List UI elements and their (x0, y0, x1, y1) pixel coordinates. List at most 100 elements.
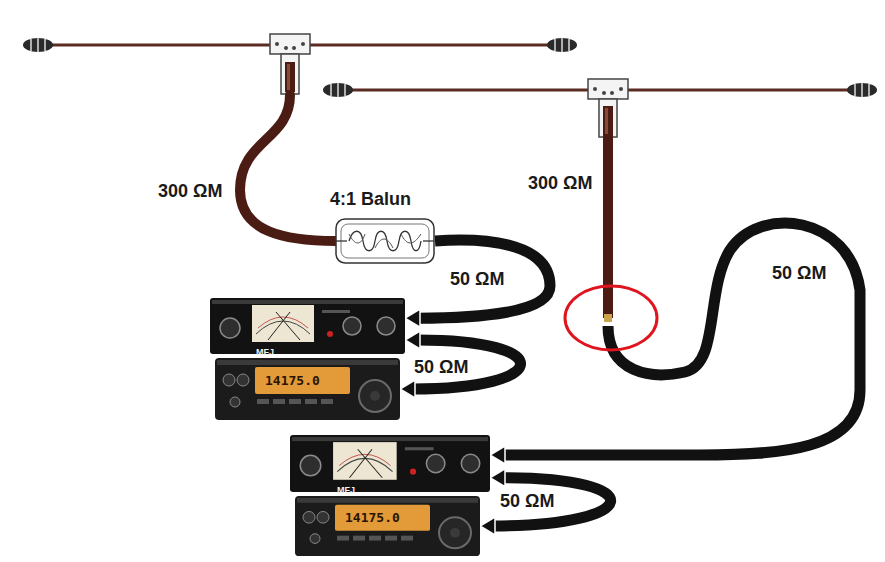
balun-box (335, 218, 435, 264)
transceiver (257, 399, 269, 404)
insulator (854, 84, 856, 96)
balun: 4:1 Balun (330, 188, 435, 264)
antenna-tuner (276, 312, 300, 340)
center-connector (284, 46, 288, 50)
insulator (337, 83, 339, 97)
transceiver (337, 536, 349, 541)
center-connector (602, 91, 606, 95)
antenna-tuner (300, 455, 321, 475)
feedline-impedance: 300 ΩM (158, 180, 222, 202)
transceiver (359, 380, 391, 412)
antenna-tuner (290, 435, 490, 492)
insulator (344, 84, 346, 96)
insulator (554, 39, 556, 51)
transceiver (321, 399, 333, 404)
ladder-line (240, 95, 612, 322)
coax-cable (413, 340, 521, 389)
transceiver (217, 360, 398, 365)
transceiver (439, 517, 471, 548)
arrowhead (400, 380, 415, 398)
antenna-tuner (333, 442, 397, 480)
center-connector (603, 106, 613, 136)
antenna-tuner (210, 298, 405, 354)
center-connector (287, 64, 290, 90)
center-connector (270, 34, 310, 94)
coax-cable (490, 446, 505, 464)
insulator (330, 84, 332, 96)
balun-box (335, 218, 435, 264)
center-connector (292, 46, 296, 50)
transceiver (370, 391, 380, 401)
transceiver (369, 536, 381, 541)
coax-connector (480, 469, 611, 535)
transceiver (295, 496, 480, 556)
transceiver (215, 358, 400, 420)
transceiver (215, 358, 400, 420)
balun-box (341, 224, 429, 258)
highlight-circle (565, 286, 657, 350)
antenna-tuner (410, 469, 416, 475)
coax-connector (400, 331, 521, 398)
antenna-tuner (220, 318, 240, 338)
balun-label: 4:1 Balun (330, 188, 435, 210)
transceiver (317, 511, 329, 523)
insulator (23, 38, 53, 52)
transceiver (310, 534, 320, 544)
insulator (37, 38, 39, 52)
antenna-tuner (343, 317, 361, 335)
center-connector (301, 42, 305, 46)
ladder-line (603, 136, 613, 318)
antenna-tuner (461, 454, 479, 472)
cable-impedance: 50 ΩM (414, 356, 468, 378)
brand-label: MFJ (256, 347, 274, 357)
antenna-tuner (358, 449, 383, 478)
center-connector (270, 34, 310, 54)
transceiver (385, 536, 397, 541)
antenna-tuner (292, 437, 488, 441)
transceiver (335, 505, 430, 531)
balun-box (349, 231, 421, 251)
center-connector (619, 87, 623, 91)
antenna-tuner (339, 454, 390, 465)
transceiver (450, 528, 460, 538)
coax-cable (418, 240, 550, 318)
antenna-tuner (377, 317, 395, 335)
transceiver: 14175.0 (295, 496, 480, 556)
insulator (847, 83, 877, 97)
transceiver: 14175.0 (215, 358, 400, 420)
transceiver (295, 496, 480, 556)
center-connector (275, 42, 279, 46)
insulator (868, 84, 870, 96)
transceiver (230, 397, 240, 407)
center-connector (281, 54, 299, 94)
cable-impedance: 50 ΩM (500, 490, 554, 512)
antenna-tuner: MFJ (210, 298, 405, 354)
insulator (547, 38, 577, 52)
insulator (323, 83, 353, 97)
arrowhead (490, 469, 505, 487)
transceiver (401, 536, 413, 541)
transceiver (297, 498, 478, 503)
frequency-display: 14175.0 (265, 373, 320, 389)
coax-cable (493, 478, 611, 526)
insulator (44, 39, 46, 51)
insulator (568, 39, 570, 51)
transceiver (273, 399, 285, 404)
antenna-tuner (258, 317, 308, 328)
frequency-display: 14175.0 (345, 510, 400, 526)
transceiver (305, 399, 317, 404)
ladder-line (604, 314, 612, 322)
insulator (30, 39, 32, 51)
feedline-impedance: 50 ΩM (772, 262, 826, 284)
highlight-circle (565, 286, 657, 350)
antenna-tuner (252, 305, 314, 342)
antenna-tuner (426, 454, 444, 472)
insulator (861, 83, 863, 97)
antenna-tuner: MFJ (290, 435, 490, 492)
antenna-tuner (210, 298, 405, 354)
antenna-tuner (290, 435, 490, 492)
coax-cable (505, 223, 860, 455)
antenna-tuner (327, 331, 333, 337)
antenna-tuner (212, 300, 403, 304)
